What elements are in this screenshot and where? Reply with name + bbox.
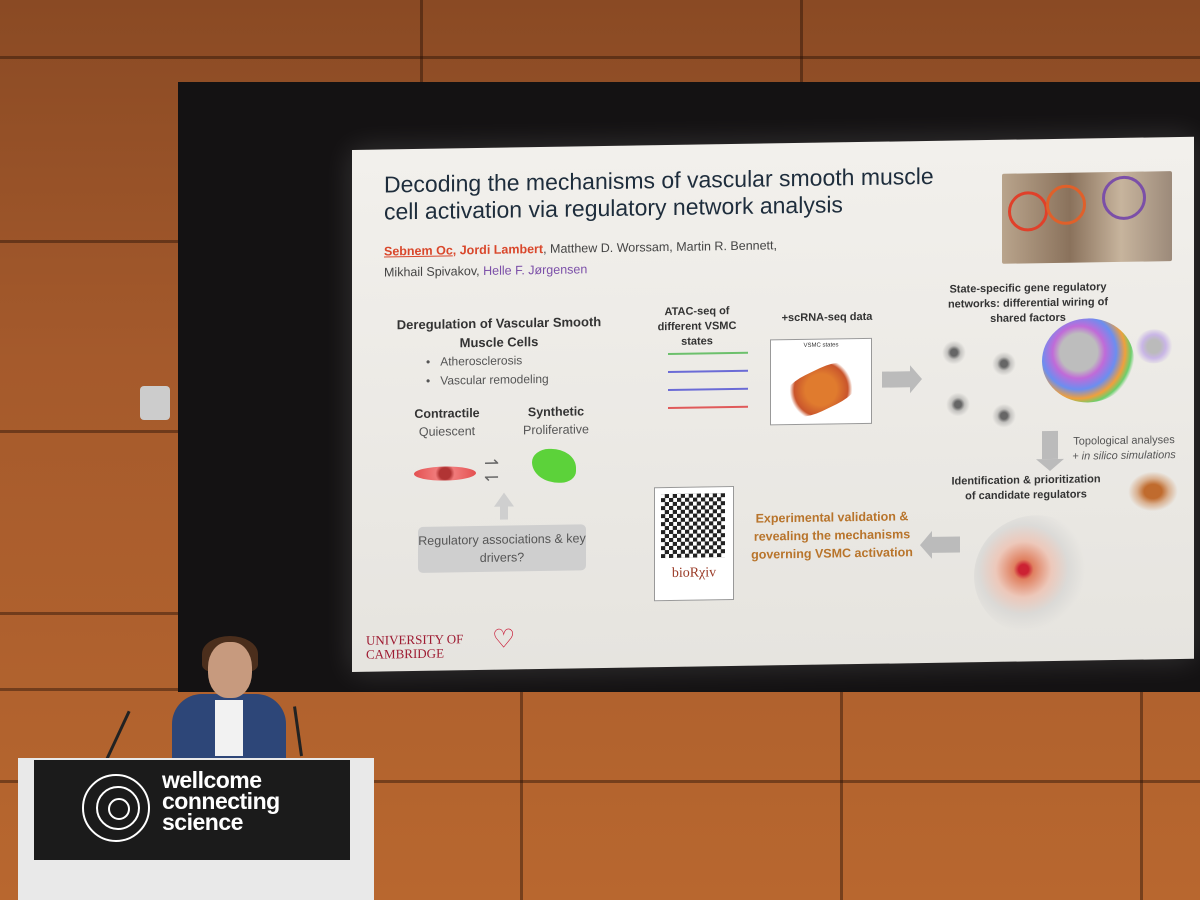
network-hub xyxy=(946,392,970,417)
wall-seam xyxy=(520,690,523,900)
network-hub xyxy=(992,351,1016,376)
atac-track xyxy=(668,369,748,374)
wellcome-line3: science xyxy=(162,809,243,835)
author-1: Sebnem Oc xyxy=(384,243,453,259)
atac-track xyxy=(668,387,748,392)
gray-arrow-right xyxy=(882,371,910,388)
photo-highlight-ring xyxy=(1046,184,1086,226)
bullet-item: Vascular remodeling xyxy=(426,370,549,391)
topological-text: Topological analyses + in silico simulat… xyxy=(1064,433,1184,465)
umap-plot: VSMC states xyxy=(770,337,872,426)
cambridge-line2: CAMBRIDGE xyxy=(366,645,445,662)
wellcome-line1: wellcome xyxy=(162,767,262,793)
regulator-network xyxy=(974,514,1098,637)
proliferative-label: Proliferative xyxy=(523,422,589,438)
british-heart-foundation-logo: ♡ xyxy=(492,623,516,654)
umap-cloud xyxy=(776,354,866,426)
authors-rest-2: Mikhail Spivakov, xyxy=(384,263,484,280)
quiescent-label: Quiescent xyxy=(418,424,476,439)
wall-camera xyxy=(140,386,170,420)
synthetic-state: Synthetic Proliferative xyxy=(508,402,604,440)
orange-cell-network xyxy=(1128,471,1178,512)
wellcome-logo-ring xyxy=(96,786,140,830)
author-last: Helle F. Jørgensen xyxy=(483,262,588,278)
atac-track xyxy=(668,405,748,410)
podium-sign xyxy=(34,760,350,860)
wall-seam xyxy=(0,240,178,243)
wall-seam xyxy=(1140,690,1143,900)
contractile-state: Contractile Quiescent xyxy=(404,404,490,441)
network-hub xyxy=(942,340,966,365)
biorxiv-logo-text: bioRχiv xyxy=(671,565,717,581)
gray-arrow-left xyxy=(932,536,960,553)
experimental-validation-text: Experimental validation & revealing the … xyxy=(751,509,913,562)
identification-text: Identification & prioritization of candi… xyxy=(951,473,1101,503)
wellcome-text: wellcome connecting science xyxy=(162,767,280,835)
wall-seam xyxy=(0,56,1200,59)
photo-highlight-ring xyxy=(1102,175,1146,221)
presentation-slide: Decoding the mechanisms of vascular smoo… xyxy=(352,136,1194,672)
wellcome-line2: connecting xyxy=(162,788,280,814)
atac-label: ATAC-seq of different VSMC states xyxy=(657,305,737,348)
topological-line1: Topological analyses xyxy=(1073,434,1175,448)
network-hub xyxy=(992,403,1016,428)
topological-line2: + in silico simulations xyxy=(1072,449,1176,463)
up-arrow-stem xyxy=(500,505,508,520)
speaker-shirt xyxy=(215,700,243,756)
bullet-item: Atherosclerosis xyxy=(426,351,549,372)
slide-authors: Sebnem Oc, Jordi Lambert, Matthew D. Wor… xyxy=(384,238,777,280)
photo-highlight-ring xyxy=(1008,191,1048,232)
scrna-label: +scRNA-seq data xyxy=(781,310,873,325)
wall-seam xyxy=(420,0,423,82)
question-box: Regulatory associations & key drivers? xyxy=(418,524,586,573)
cambridge-logo: UNIVERSITY OF CAMBRIDGE xyxy=(366,631,463,662)
slide-title: Decoding the mechanisms of vascular smoo… xyxy=(384,162,934,225)
synthetic-cell-illustration xyxy=(532,448,576,484)
contractile-label: Contractile xyxy=(414,405,480,422)
deregulation-heading: Deregulation of Vascular Smooth Muscle C… xyxy=(396,314,602,351)
team-photo xyxy=(1002,171,1172,264)
gray-arrow-down xyxy=(1042,430,1058,460)
qr-code[interactable] xyxy=(661,493,725,559)
speaker-head xyxy=(208,642,252,698)
wall-seam xyxy=(0,430,178,433)
wellcome-logo-ring xyxy=(82,774,150,842)
wellcome-logo-ring xyxy=(108,798,130,820)
disease-bullets: Atherosclerosis Vascular remodeling xyxy=(426,351,549,391)
colored-network-cluster xyxy=(1042,317,1134,404)
wall-seam xyxy=(0,612,178,615)
small-network-cluster xyxy=(1134,329,1174,364)
vsmc-states-label: VSMC states xyxy=(803,342,839,349)
authors-rest-1: , Matthew D. Worssam, Martin R. Bennett, xyxy=(543,238,777,256)
synthetic-label: Synthetic xyxy=(527,404,585,420)
author-2: Jordi Lambert xyxy=(459,241,544,258)
wall-seam xyxy=(0,780,1200,783)
biorxiv-qr-card[interactable]: bioRχiv xyxy=(654,485,734,602)
wall-seam xyxy=(800,0,803,82)
reversible-arrows: ⇀↽ xyxy=(484,452,500,487)
wall-seam xyxy=(840,690,843,900)
atac-track xyxy=(668,351,748,356)
contractile-cell-illustration xyxy=(414,466,476,482)
